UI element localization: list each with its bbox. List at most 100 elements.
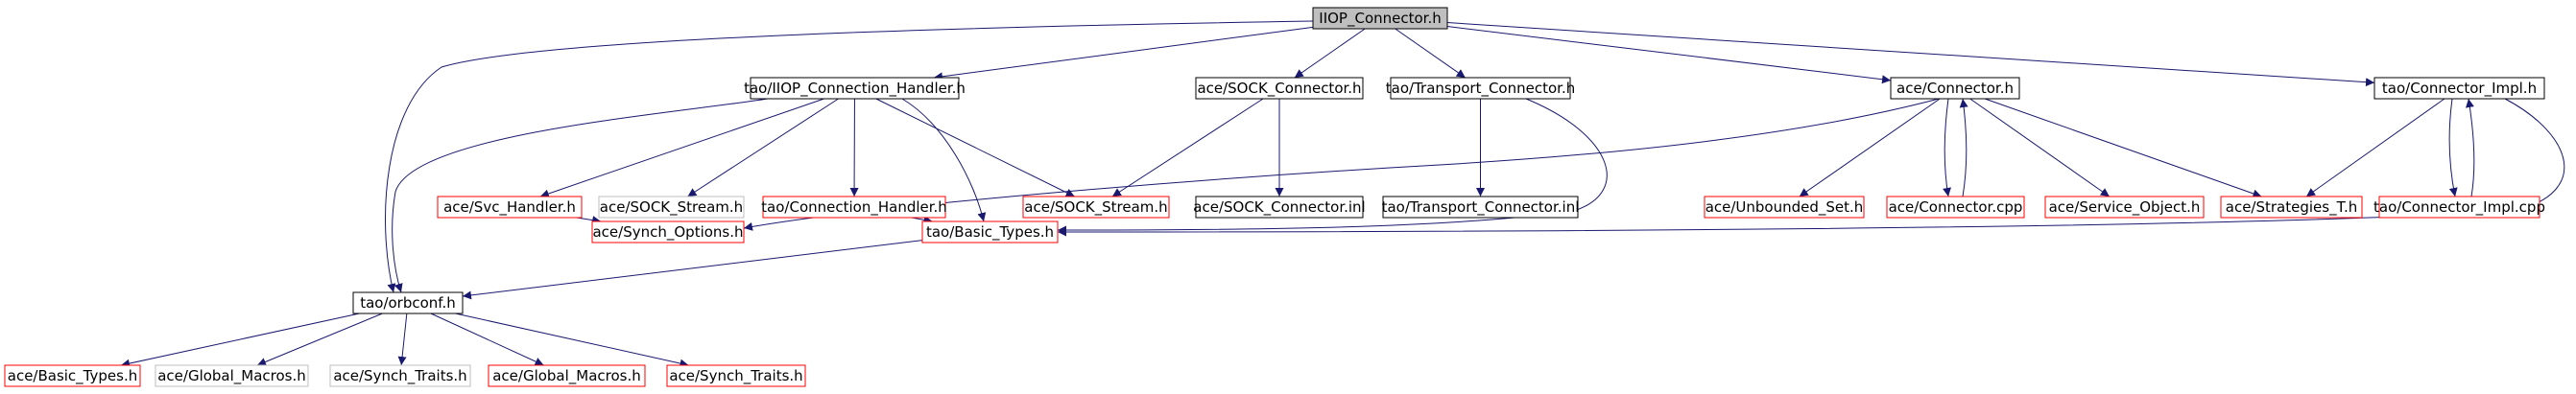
node-box xyxy=(4,364,141,387)
node-n2[interactable]: ace/SOCK_Connector.h xyxy=(1195,77,1364,100)
edge-n1-n9 xyxy=(875,98,1075,197)
edge-n19-n23 xyxy=(430,313,544,366)
node-box xyxy=(1312,7,1448,30)
node-label: ace/SOCK_Connector.inl xyxy=(1193,198,1365,217)
node-box xyxy=(1704,196,1865,219)
edge-n0-n1 xyxy=(933,26,1314,81)
node-box xyxy=(1195,196,1364,219)
node-label: tao/Transport_Connector.inl xyxy=(1382,198,1580,217)
edge-n4-n13 xyxy=(1943,98,1951,197)
node-n5[interactable]: tao/Connector_Impl.h xyxy=(2373,77,2545,100)
node-n11[interactable]: tao/Transport_Connector.inl xyxy=(1382,196,1580,219)
node-label: ace/SOCK_Stream.h xyxy=(600,198,743,217)
node-label: tao/Transport_Connector.h xyxy=(1386,80,1575,98)
node-label: ace/SOCK_Connector.h xyxy=(1197,80,1361,98)
node-label: ace/SOCK_Stream.h xyxy=(1024,198,1167,217)
edge-n0-n4 xyxy=(1446,26,1892,84)
edge-n3-n18 xyxy=(1057,98,1608,235)
node-box xyxy=(750,77,960,100)
node-n17[interactable]: ace/Synch_Options.h xyxy=(591,220,745,243)
node-label: ace/Connector.cpp xyxy=(1889,198,2023,216)
node-box xyxy=(921,220,1059,243)
node-n24[interactable]: ace/Synch_Traits.h xyxy=(666,364,806,387)
edge-n4-n15 xyxy=(1984,98,2262,198)
edge-n5-n15 xyxy=(2305,98,2445,197)
node-box xyxy=(1886,196,2025,219)
node-n20[interactable]: ace/Basic_Types.h xyxy=(4,364,141,387)
node-label: ace/Svc_Handler.h xyxy=(443,198,576,217)
edge-n8-n18 xyxy=(911,215,933,224)
edge-n5-n16 xyxy=(2448,98,2458,197)
node-n10[interactable]: ace/SOCK_Connector.inl xyxy=(1193,196,1366,219)
edge-n0-n2 xyxy=(1294,28,1366,79)
node-label: ace/Unbounded_Set.h xyxy=(1705,198,1864,217)
node-box xyxy=(2378,196,2540,219)
node-label: ace/Synch_Options.h xyxy=(592,223,743,242)
node-n4[interactable]: ace/Connector.h xyxy=(1890,77,2020,100)
edge-n18-n19 xyxy=(462,240,923,300)
node-label: tao/Connector_Impl.cpp xyxy=(2373,198,2545,217)
edge-n16-n5 xyxy=(2465,98,2475,197)
node-n14[interactable]: ace/Service_Object.h xyxy=(2044,196,2205,219)
node-n22: ace/Synch_Traits.h xyxy=(329,364,471,387)
edge-n0-n3 xyxy=(1395,28,1467,79)
edge-n4-n14 xyxy=(1969,98,2111,197)
node-label: tao/orbconf.h xyxy=(360,294,456,312)
node-box xyxy=(591,220,745,243)
edge-n6-n17 xyxy=(576,216,602,225)
edge-n0-n19 xyxy=(385,20,1314,293)
node-n7: ace/SOCK_Stream.h xyxy=(598,196,745,219)
node-n21: ace/Global_Macros.h xyxy=(155,364,309,387)
node-label: ace/Synch_Traits.h xyxy=(333,367,466,385)
node-label: ace/Synch_Traits.h xyxy=(669,367,802,385)
node-box xyxy=(1195,77,1364,100)
node-n19[interactable]: tao/orbconf.h xyxy=(352,291,464,314)
node-box xyxy=(598,196,745,219)
node-n15[interactable]: ace/Strategies_T.h xyxy=(2220,196,2363,219)
node-n23[interactable]: ace/Global_Macros.h xyxy=(488,364,646,387)
node-box xyxy=(2373,77,2545,100)
node-label: tao/Connector_Impl.h xyxy=(2382,80,2537,98)
node-label: tao/Connection_Handler.h xyxy=(761,198,947,217)
node-n0[interactable]: IIOP_Connector.h xyxy=(1312,7,1448,30)
node-box xyxy=(2044,196,2205,219)
node-n13[interactable]: ace/Connector.cpp xyxy=(1886,196,2025,219)
node-label: tao/IIOP_Connection_Handler.h xyxy=(744,80,966,98)
node-label: IIOP_Connector.h xyxy=(1319,10,1441,28)
node-n8[interactable]: tao/Connection_Handler.h xyxy=(761,196,947,219)
node-box xyxy=(155,364,309,387)
edge-n1-n6 xyxy=(539,98,824,198)
node-box xyxy=(352,291,464,314)
node-box xyxy=(1390,77,1571,100)
node-n9[interactable]: ace/SOCK_Stream.h xyxy=(1022,196,1170,219)
node-box xyxy=(437,196,583,219)
node-n16[interactable]: tao/Connector_Impl.cpp xyxy=(2373,196,2545,219)
node-label: ace/Global_Macros.h xyxy=(157,367,306,385)
node-box xyxy=(488,364,646,387)
node-label: ace/Global_Macros.h xyxy=(492,367,641,385)
node-label: ace/Connector.h xyxy=(1896,80,2014,97)
node-n12[interactable]: ace/Unbounded_Set.h xyxy=(1704,196,1865,219)
edge-n19-n22 xyxy=(397,313,408,366)
node-label: ace/Basic_Types.h xyxy=(8,367,137,385)
node-label: tao/Basic_Types.h xyxy=(926,223,1054,242)
edge-n1-n18 xyxy=(901,98,987,222)
node-n6[interactable]: ace/Svc_Handler.h xyxy=(437,196,583,219)
node-box xyxy=(1382,196,1579,219)
edge-n19-n20 xyxy=(120,313,360,368)
node-n1[interactable]: tao/IIOP_Connection_Handler.h xyxy=(744,77,966,100)
edge-n19-n24 xyxy=(455,313,689,368)
edge-n1-n19 xyxy=(392,98,769,293)
node-label: ace/Service_Object.h xyxy=(2049,198,2201,217)
edge-n2-n9 xyxy=(1111,98,1264,197)
node-n3[interactable]: tao/Transport_Connector.h xyxy=(1386,77,1575,100)
edge-n1-n7 xyxy=(687,98,839,197)
node-n18[interactable]: tao/Basic_Types.h xyxy=(921,220,1059,243)
node-box xyxy=(1022,196,1170,219)
edge-n13-n4 xyxy=(1959,98,1968,197)
node-box xyxy=(762,196,946,219)
edge-n0-n5 xyxy=(1446,22,2375,87)
edge-n19-n21 xyxy=(256,313,383,366)
edge-n4-n12 xyxy=(1799,98,1941,197)
